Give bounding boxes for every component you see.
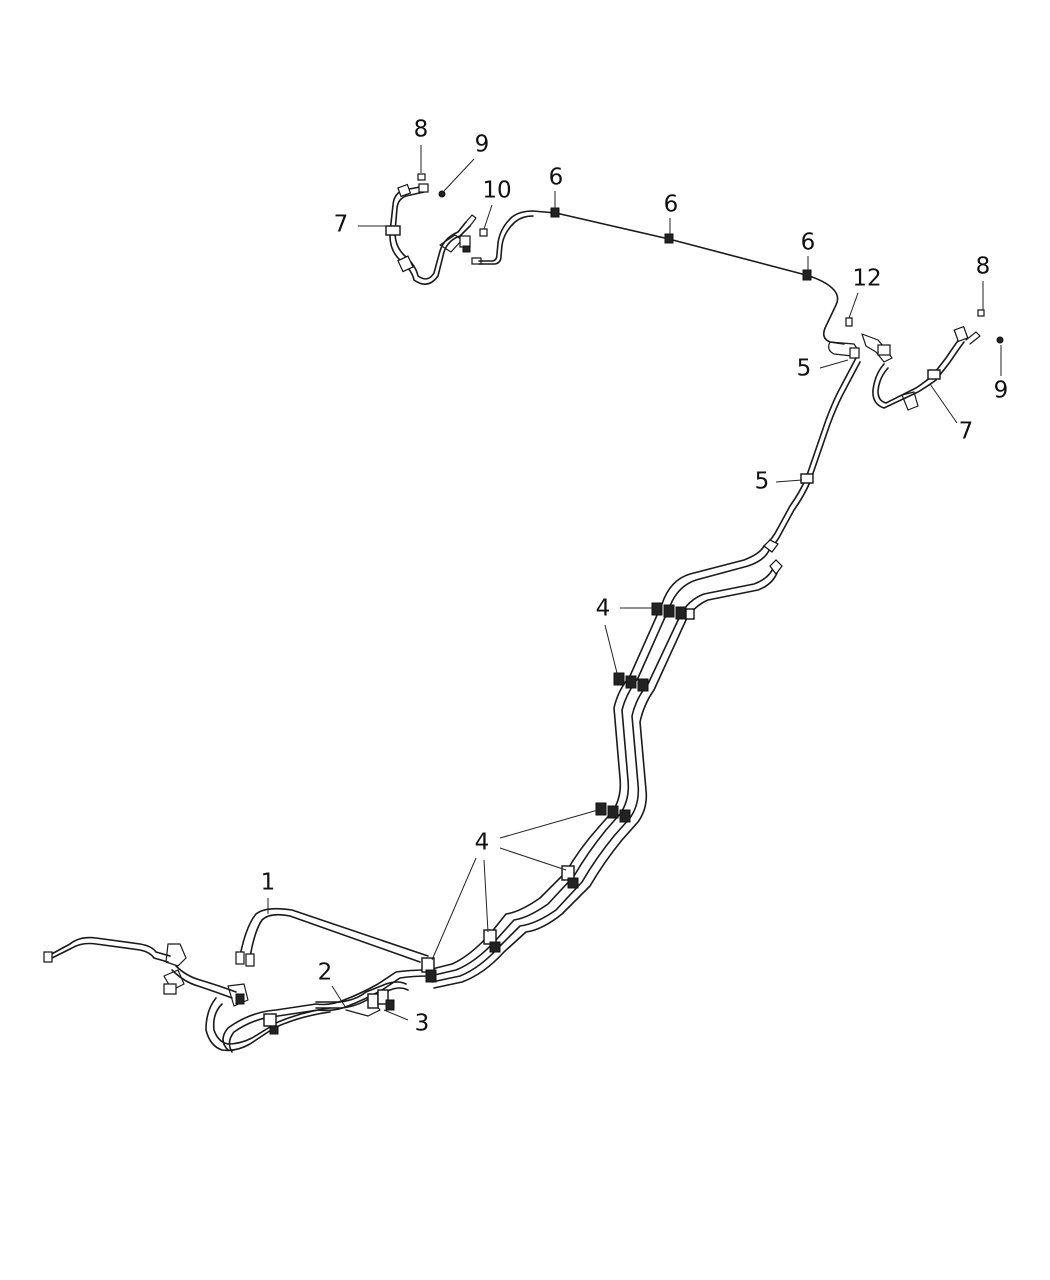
front-feed-line xyxy=(235,907,429,967)
callout-10: 10 xyxy=(482,177,512,204)
callout-6-first: 6 xyxy=(548,164,564,191)
callout-9-left: 9 xyxy=(474,131,490,158)
front-left-brake-hose xyxy=(385,173,488,285)
callout-7-left: 7 xyxy=(333,211,349,238)
callout-9-right: 9 xyxy=(993,377,1009,404)
callout-8-left: 8 xyxy=(413,116,429,143)
callout-2: 2 xyxy=(317,959,333,986)
main-rear-line xyxy=(763,357,861,549)
parts-2-3 xyxy=(315,981,409,1017)
callout-3: 3 xyxy=(414,1010,430,1037)
main-tube-bundle xyxy=(222,539,783,1053)
rear-crossover-line xyxy=(478,207,860,359)
callout-4-lower-left: 4 xyxy=(474,829,490,856)
callout-6-third: 6 xyxy=(800,229,816,256)
callout-6-second: 6 xyxy=(663,191,679,218)
callout-5-lower: 5 xyxy=(754,468,770,495)
leader-lines xyxy=(267,145,1002,1021)
callout-1: 1 xyxy=(260,869,276,896)
front-left-assembly xyxy=(43,936,331,1052)
callout-8-right: 8 xyxy=(975,253,991,280)
callout-12: 12 xyxy=(852,265,882,292)
callout-7-right: 7 xyxy=(958,418,974,445)
rear-right-brake-hose xyxy=(861,309,1004,411)
callout-4-upper: 4 xyxy=(595,595,611,622)
callout-5-upper: 5 xyxy=(796,355,812,382)
